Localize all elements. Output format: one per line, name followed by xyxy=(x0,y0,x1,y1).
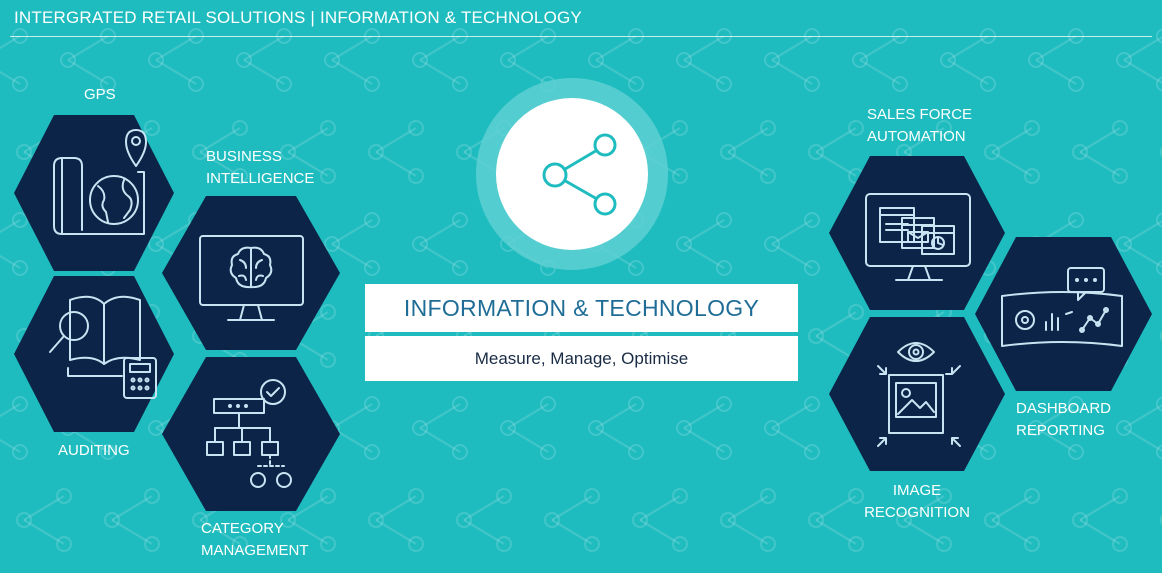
background-share-motif xyxy=(104,488,160,552)
background-share-motif xyxy=(500,396,556,460)
hexagon-business-intelligence xyxy=(162,196,340,350)
service-label-sales-force-automation: SALES FORCE AUTOMATION xyxy=(867,106,973,145)
org-chart-icon xyxy=(206,379,292,488)
background-share-motif xyxy=(1116,28,1162,92)
background-share-motif xyxy=(940,28,996,92)
background-share-motif xyxy=(0,212,28,276)
background-share-motif xyxy=(588,28,644,92)
background-share-motif xyxy=(412,28,468,92)
background-share-motif xyxy=(60,28,116,92)
brain-monitor-icon xyxy=(199,235,304,321)
background-share-motif xyxy=(632,488,688,552)
background-share-motif xyxy=(280,120,336,184)
background-share-motif xyxy=(896,488,952,552)
background-share-motif xyxy=(676,28,732,92)
service-label-dashboard-reporting: DASHBOARD REPORTING xyxy=(1016,400,1112,439)
background-share-motif xyxy=(1072,488,1128,552)
background-share-motif xyxy=(720,488,776,552)
hexagon-auditing xyxy=(14,276,174,432)
background-share-motif xyxy=(808,488,864,552)
background-share-motif xyxy=(764,212,820,276)
hexagon-gps xyxy=(14,115,174,271)
background-share-motif xyxy=(368,488,424,552)
service-label-auditing: AUDITING xyxy=(58,442,130,459)
background-share-motif xyxy=(192,120,248,184)
background-share-motif xyxy=(984,120,1040,184)
background-share-motif xyxy=(16,488,72,552)
background-share-motif xyxy=(544,488,600,552)
center-title-box: INFORMATION & TECHNOLOGY xyxy=(365,284,798,332)
service-label-category-management: CATEGORY MANAGEMENT xyxy=(201,520,309,559)
background-share-motif xyxy=(0,396,28,460)
center-subtitle-box: Measure, Manage, Optimise xyxy=(365,336,798,381)
background-share-motif xyxy=(1160,146,1162,158)
background-share-motif xyxy=(368,120,424,184)
background-share-motif xyxy=(456,488,512,552)
background-share-motif xyxy=(676,396,732,460)
header-divider xyxy=(10,36,1152,37)
background-share-motif xyxy=(236,28,292,92)
center-subtitle: Measure, Manage, Optimise xyxy=(474,348,689,368)
hexagon-category-management xyxy=(162,357,340,511)
background-share-motif xyxy=(324,212,380,276)
service-label-business-intelligence: BUSINESS INTELLIGENCE xyxy=(206,148,315,187)
background-share-motif xyxy=(588,396,644,460)
background-share-motif xyxy=(412,212,468,276)
page-title: INTERGRATED RETAIL SOLUTIONS | INFORMATI… xyxy=(14,8,582,27)
background-share-motif xyxy=(1160,330,1162,342)
book-magnifier-calculator-icon xyxy=(49,295,157,399)
background-share-motif xyxy=(1116,396,1162,460)
monitor-windows-icon xyxy=(865,193,971,281)
background-share-motif xyxy=(1116,212,1162,276)
service-label-gps: GPS xyxy=(84,86,116,103)
map-globe-icon xyxy=(53,129,147,235)
background-share-motif xyxy=(1072,120,1128,184)
background-share-motif xyxy=(720,120,776,184)
service-label-image-recognition: IMAGE RECOGNITION xyxy=(864,482,970,521)
hexagon-image-recognition xyxy=(829,317,1005,471)
background-share-motif xyxy=(676,212,732,276)
background-share-motif xyxy=(280,488,336,552)
background-share-motif xyxy=(764,396,820,460)
background-share-motif xyxy=(412,396,468,460)
background-share-motif xyxy=(764,28,820,92)
dashboard-chart-icon xyxy=(1001,267,1123,347)
background-share-motif xyxy=(984,488,1040,552)
background-share-motif xyxy=(1160,514,1162,526)
hexagon-sales-force-automation xyxy=(829,156,1005,310)
share-icon xyxy=(476,78,668,270)
eye-image-icon xyxy=(877,342,961,447)
center-title: INFORMATION & TECHNOLOGY xyxy=(403,294,760,321)
hexagon-dashboard-reporting xyxy=(975,237,1152,391)
background-share-motif xyxy=(1028,396,1084,460)
